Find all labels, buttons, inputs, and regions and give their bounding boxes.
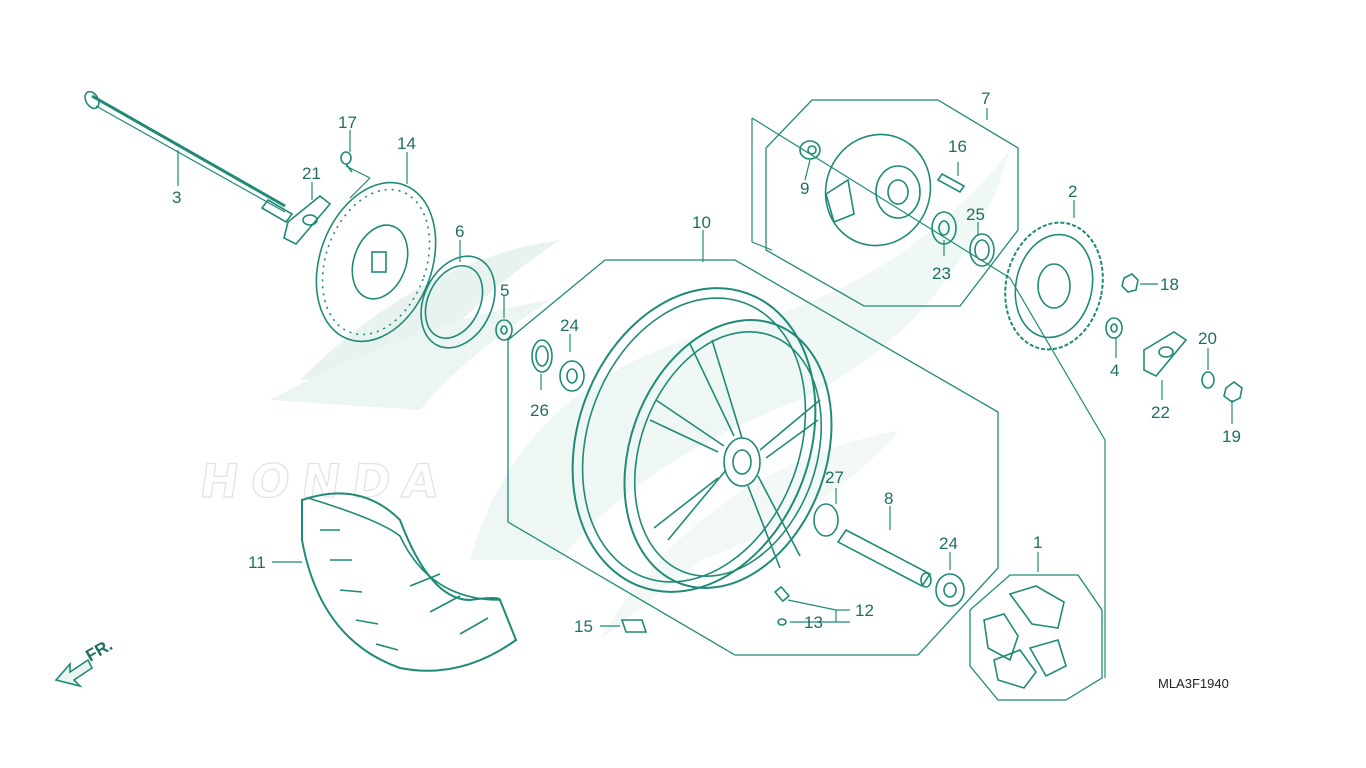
callout-12: 12 (855, 601, 874, 620)
hub-assembly-outline (765, 99, 1019, 307)
side-collar (495, 319, 513, 341)
stud-bolt (936, 172, 966, 194)
callout-19: 19 (1222, 427, 1241, 446)
flange-collar (799, 140, 821, 160)
driven-sprocket (1004, 221, 1104, 351)
diagram-code: MLA3F1940 (1158, 676, 1229, 691)
flange-bearing (931, 211, 957, 245)
honda-watermark: HONDA (196, 150, 1010, 640)
dust-seal (531, 339, 553, 373)
callout-24-right: 24 (939, 534, 958, 553)
callout-24-left: 24 (560, 316, 579, 335)
callout-14: 14 (397, 134, 416, 153)
o-ring (813, 503, 839, 537)
flange-dust-seal (969, 233, 995, 267)
washer (1201, 371, 1215, 389)
front-arrow-icon (54, 658, 94, 688)
callout-16: 16 (948, 137, 967, 156)
damper-assembly-outline (969, 574, 1103, 701)
valve-stem (773, 585, 791, 626)
bearing-right (935, 573, 965, 607)
rear-axle (84, 90, 294, 224)
driven-flange (824, 133, 932, 247)
assembly-outlines (507, 99, 1103, 701)
callout-6: 6 (455, 222, 464, 241)
watermark-brand-text: HONDA (197, 454, 454, 508)
callout-8: 8 (884, 489, 893, 508)
rear-wheel (571, 287, 833, 593)
callout-26: 26 (530, 401, 549, 420)
callout-27: 27 (825, 468, 844, 487)
callout-11: 11 (248, 553, 266, 572)
callout-13: 13 (804, 613, 823, 632)
callout-3: 3 (172, 188, 181, 207)
callout-labels: 1 2 3 4 5 6 7 8 9 10 11 12 13 14 15 16 1… (83, 89, 1241, 691)
distance-collar (836, 528, 932, 588)
callout-18: 18 (1160, 275, 1179, 294)
callout-20: 20 (1198, 329, 1217, 348)
callout-5: 5 (500, 281, 509, 300)
oil-seal (420, 255, 496, 349)
callout-4: 4 (1110, 361, 1119, 380)
leader-lines (177, 108, 1233, 678)
axle-nut (1223, 381, 1243, 403)
callout-9: 9 (800, 179, 809, 198)
callout-10: 10 (692, 213, 711, 232)
rear-tire (301, 492, 518, 672)
bearing-left (559, 360, 585, 392)
adjusting-plate-right (1143, 331, 1188, 377)
callout-2: 2 (1068, 182, 1077, 201)
callout-7: 7 (981, 89, 990, 108)
brake-disc (315, 181, 437, 343)
side-collar-right (1105, 317, 1123, 339)
wheel-assembly-outline (507, 259, 999, 656)
callout-21: 21 (302, 164, 321, 183)
wheel-damper (983, 585, 1067, 689)
adjusting-plate-left (283, 194, 332, 245)
balance-weight (620, 619, 648, 633)
callout-23: 23 (932, 264, 951, 283)
callout-22: 22 (1151, 403, 1170, 422)
callout-1: 1 (1033, 533, 1042, 552)
callout-15: 15 (574, 617, 593, 636)
callout-25: 25 (966, 205, 985, 224)
sprocket-nut (1121, 273, 1139, 293)
parts (54, 90, 1243, 689)
callout-17: 17 (338, 113, 357, 132)
disc-bolt (340, 151, 353, 173)
